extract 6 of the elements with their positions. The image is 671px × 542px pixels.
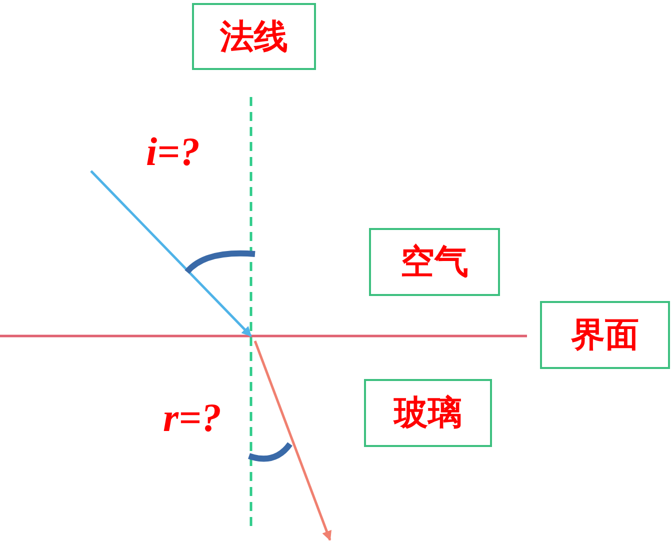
angle-label: r=? (163, 398, 222, 438)
region-label: 玻璃 (364, 379, 492, 447)
angle-label: i=? (146, 132, 200, 172)
region-label: 空气 (369, 228, 500, 296)
region-label: 界面 (540, 301, 670, 369)
region-label: 法线 (192, 3, 316, 70)
